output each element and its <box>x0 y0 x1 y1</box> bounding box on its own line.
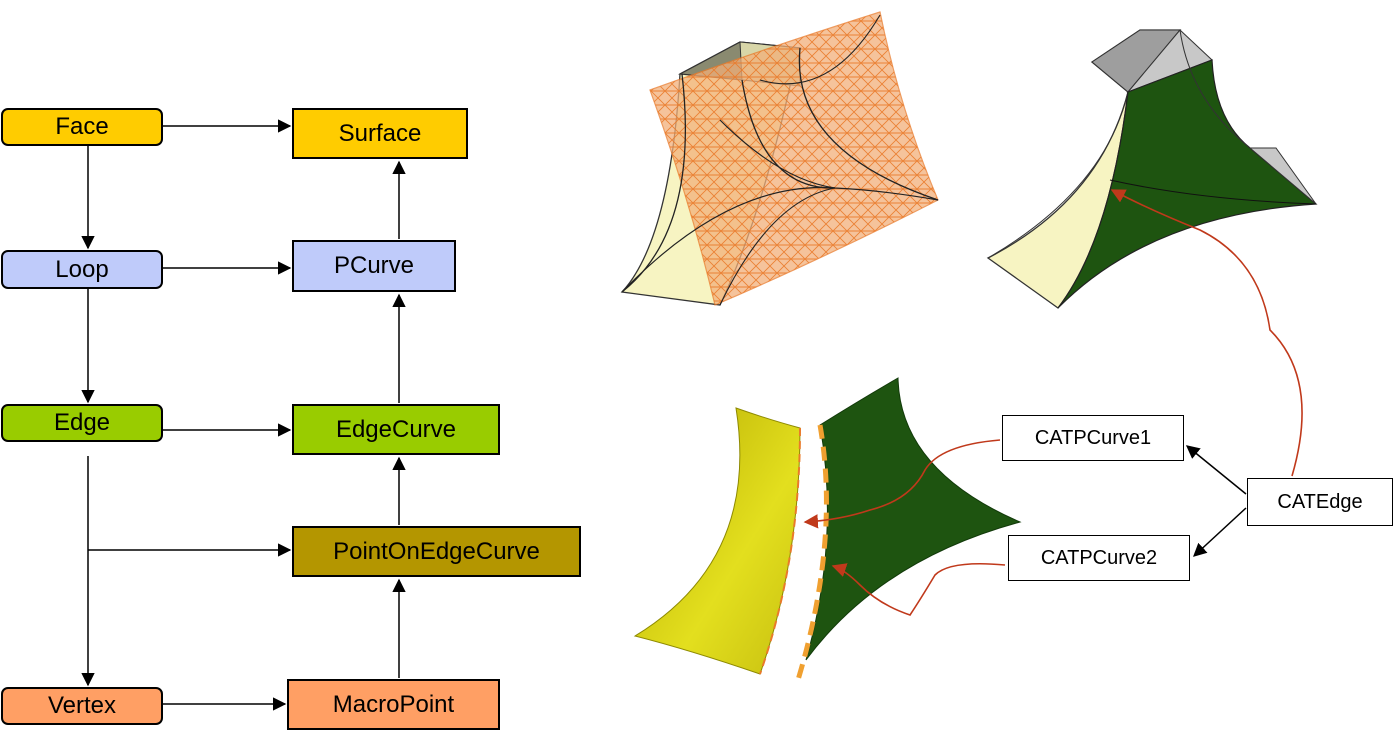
callout-catedge-label: CATEdge <box>1277 490 1363 513</box>
connector-pcurve1-to-yellow <box>803 439 1001 529</box>
node-pcurve: PCurve <box>292 240 456 292</box>
node-pointonedgecurve-label: PointOnEdgeCurve <box>333 537 540 565</box>
node-face: Face <box>1 108 163 146</box>
node-macropoint-label: MacroPoint <box>332 690 455 718</box>
callout-catpcurve1: CATPCurve1 <box>1002 415 1184 461</box>
node-loop: Loop <box>1 250 163 289</box>
arrow-catedge-pcurve1 <box>1185 445 1247 495</box>
red-connectors <box>803 189 1303 616</box>
node-vertex-label: Vertex <box>47 692 117 719</box>
node-pcurve-label: PCurve <box>333 252 415 279</box>
node-face-label: Face <box>55 113 109 140</box>
connector-catedge-to-3d <box>1110 189 1303 477</box>
flow-arrows <box>81 119 406 711</box>
node-macropoint: MacroPoint <box>287 679 500 730</box>
node-edgecurve: EdgeCurve <box>292 404 500 455</box>
arrow-catedge-pcurve2 <box>1193 507 1247 557</box>
node-edge-label: Edge <box>53 409 111 436</box>
green-face-solid-illustration <box>986 29 1318 309</box>
node-loop-label: Loop <box>55 255 109 283</box>
meshed-solid-illustration <box>620 11 939 306</box>
callout-arrows <box>1185 445 1247 557</box>
node-pointonedgecurve: PointOnEdgeCurve <box>292 526 581 577</box>
connector-pcurve2-to-green <box>831 562 1006 616</box>
node-surface-label: Surface <box>338 119 422 147</box>
split-faces-illustration <box>633 377 1022 681</box>
node-surface: Surface <box>292 108 468 159</box>
callout-catpcurve2-label: CATPCurve2 <box>1040 546 1158 569</box>
callout-catpcurve2: CATPCurve2 <box>1008 535 1190 581</box>
node-edgecurve-label: EdgeCurve <box>335 415 457 443</box>
node-edge: Edge <box>1 404 163 442</box>
callout-catpcurve1-label: CATPCurve1 <box>1034 426 1152 449</box>
node-vertex: Vertex <box>1 687 163 725</box>
callout-catedge: CATEdge <box>1247 478 1393 526</box>
